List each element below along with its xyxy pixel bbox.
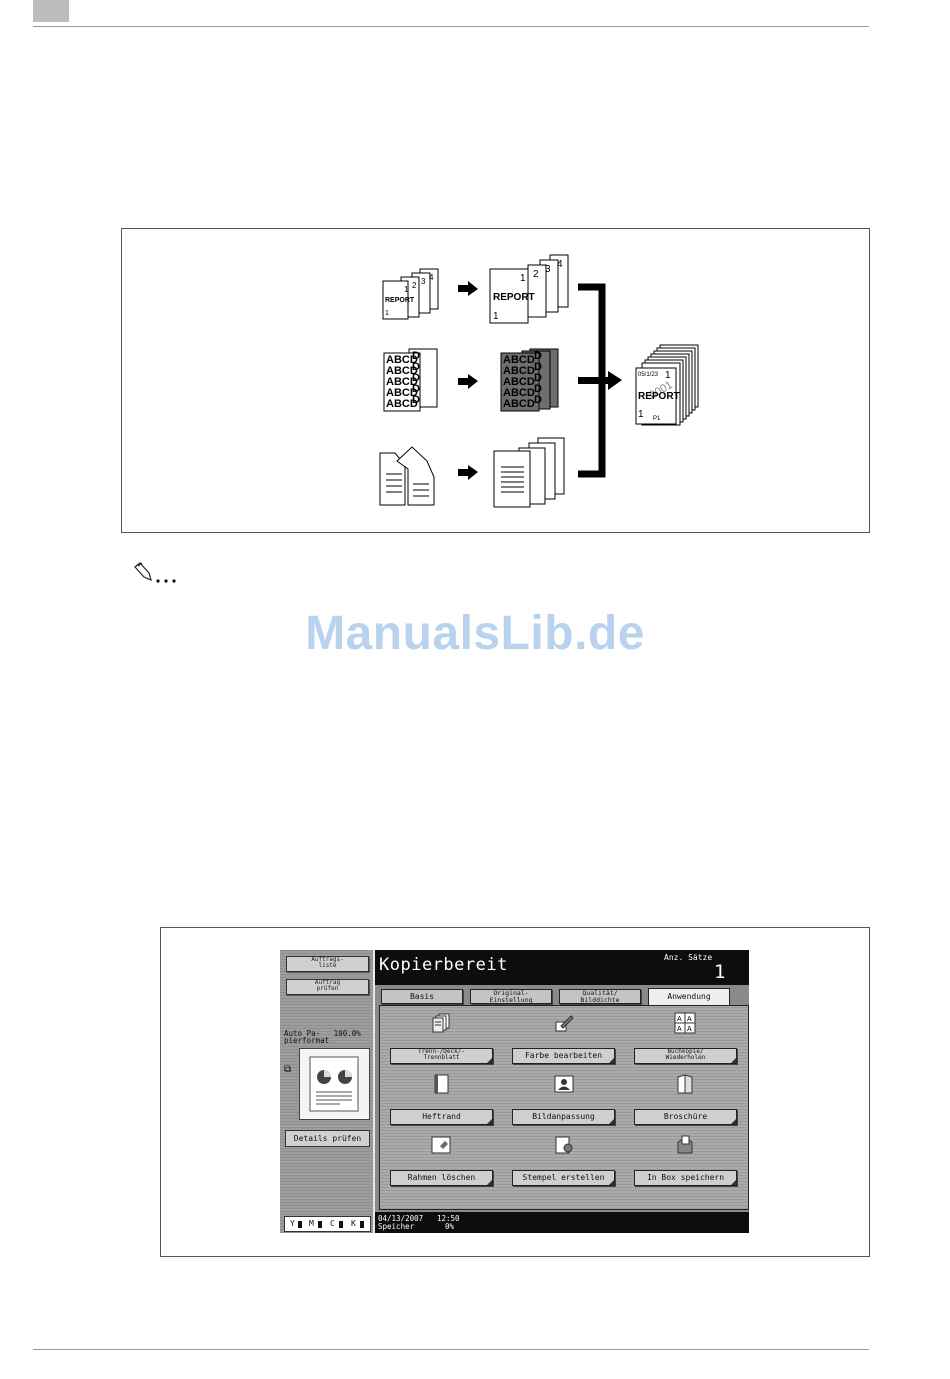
tab-quality-density[interactable]: Qualität/ Bilddichte — [559, 989, 641, 1004]
stamp-icon — [553, 1134, 575, 1156]
repeat-copy-button[interactable]: Buchkopie/ Wiederholen — [634, 1048, 737, 1064]
header-tab-marker — [33, 0, 69, 22]
toner-indicator: Y M C K — [284, 1216, 371, 1232]
function-panel: Trenn-/Deck/- Trennblatt Farbe bearbeite… — [379, 1005, 749, 1210]
footer-rule — [33, 1349, 869, 1350]
job-list-button[interactable]: Auftrags- liste — [286, 956, 369, 972]
combine-bracket — [578, 287, 622, 474]
arrow-1 — [458, 281, 478, 296]
svg-text:REPORT: REPORT — [638, 391, 680, 402]
copier-screen: Auftrags- liste Auftrag prüfen Auto Pa- … — [280, 950, 749, 1233]
combined-result-stack: 05/1/23 1 0001 REPORT 1 P1 — [636, 345, 698, 425]
header-rule — [33, 26, 869, 27]
memory-label: Speicher — [378, 1223, 414, 1231]
frame-erase-button[interactable]: Rahmen löschen — [390, 1170, 493, 1186]
toner-bar-m — [318, 1221, 322, 1228]
preview-thumbnail — [299, 1048, 370, 1120]
watermark: ManualsLib.de — [0, 606, 950, 661]
booklet-button[interactable]: Broschüre — [634, 1109, 737, 1125]
note-pencil-icon — [133, 560, 193, 586]
color-edit-icon — [553, 1012, 575, 1034]
details-check-button[interactable]: Details prüfen — [285, 1130, 370, 1147]
sets-label: Anz. Sätze — [664, 953, 712, 962]
save-box-button[interactable]: In Box speichern — [634, 1170, 737, 1186]
left-panel: Auftrags- liste Auftrag prüfen Auto Pa- … — [280, 950, 373, 1233]
toner-bar-y — [298, 1221, 302, 1228]
image-adjust-button[interactable]: Bildanpassung — [512, 1109, 615, 1125]
svg-text:A: A — [687, 1026, 692, 1033]
booklet-icon — [674, 1073, 696, 1095]
svg-text:REPORT: REPORT — [493, 292, 535, 303]
status-header: Kopierbereit Anz. Sätze 1 — [375, 950, 749, 985]
toner-bar-k — [360, 1221, 364, 1228]
svg-text:A: A — [687, 1016, 692, 1023]
panel-divider — [373, 950, 375, 1233]
toner-label-m: M — [309, 1220, 314, 1228]
image-adjust-icon — [553, 1073, 575, 1095]
svg-text:1: 1 — [385, 310, 389, 317]
preview-page-icon — [300, 1049, 369, 1119]
lined-page-stack — [494, 438, 564, 507]
cover-sheets-button[interactable]: Trenn-/Deck/- Trennblatt — [390, 1048, 493, 1064]
combination-diagram: 4 3 2 1 REPORT 1 4 3 2 1 REPORT 1 DDDDD … — [122, 229, 869, 532]
toner-label-y: Y — [290, 1220, 295, 1228]
status-footer: 04/13/2007 12:50 Speicher 0% — [375, 1212, 749, 1233]
cover-sheets-icon — [430, 1012, 452, 1034]
svg-text:ABCD: ABCD — [386, 398, 418, 410]
svg-text:1: 1 — [520, 273, 526, 284]
svg-text:A: A — [677, 1016, 682, 1023]
screen-title: Kopierbereit — [379, 955, 508, 975]
svg-text:1: 1 — [404, 285, 409, 294]
svg-text:D: D — [534, 394, 542, 406]
toner-label-k: K — [351, 1220, 356, 1228]
svg-text:A: A — [677, 1026, 682, 1033]
svg-text:05/1/23: 05/1/23 — [638, 372, 659, 378]
tab-application[interactable]: Anwendung — [648, 988, 730, 1005]
svg-text:ABCD: ABCD — [503, 398, 535, 410]
duplex-icon: ⧉ — [284, 1064, 291, 1075]
stamp-button[interactable]: Stempel erstellen — [512, 1170, 615, 1186]
svg-text:1: 1 — [493, 311, 499, 322]
repeat-copy-icon: AA AA — [674, 1012, 696, 1034]
svg-text:1: 1 — [638, 409, 644, 420]
svg-text:2: 2 — [412, 281, 417, 290]
check-job-button[interactable]: Auftrag prüfen — [286, 979, 369, 995]
save-box-icon — [674, 1134, 696, 1156]
svg-text:REPORT: REPORT — [385, 297, 415, 304]
svg-text:3: 3 — [545, 264, 551, 275]
folded-original-pages — [380, 447, 434, 505]
arrow-2 — [458, 374, 478, 389]
small-report-stack: 4 3 2 1 REPORT 1 — [383, 269, 438, 319]
svg-text:3: 3 — [421, 277, 426, 286]
frame-erase-icon — [430, 1134, 452, 1156]
svg-text:2: 2 — [533, 269, 539, 280]
arrow-3 — [458, 465, 478, 480]
toner-bar-c — [339, 1221, 343, 1228]
tab-basis[interactable]: Basis — [381, 989, 463, 1004]
abcd-original-stack: DDDDD ABCD ABCD ABCD ABCD ABCD — [384, 349, 437, 411]
color-edit-button[interactable]: Farbe bearbeiten — [512, 1048, 615, 1064]
tab-original-settings[interactable]: Original- Einstellung — [470, 989, 552, 1004]
memory-value: 0% — [445, 1223, 454, 1231]
toner-label-c: C — [330, 1220, 335, 1228]
large-report-stack: 4 3 2 1 REPORT 1 — [490, 255, 568, 323]
sets-value: 1 — [714, 961, 725, 983]
svg-text:P1: P1 — [653, 416, 661, 422]
svg-text:4: 4 — [429, 273, 434, 282]
binding-margin-button[interactable]: Heftrand — [390, 1109, 493, 1125]
binding-margin-icon — [430, 1073, 452, 1095]
svg-text:4: 4 — [557, 259, 563, 270]
paper-zoom-info: Auto Pa- 100.0% pierformat — [284, 1030, 361, 1044]
